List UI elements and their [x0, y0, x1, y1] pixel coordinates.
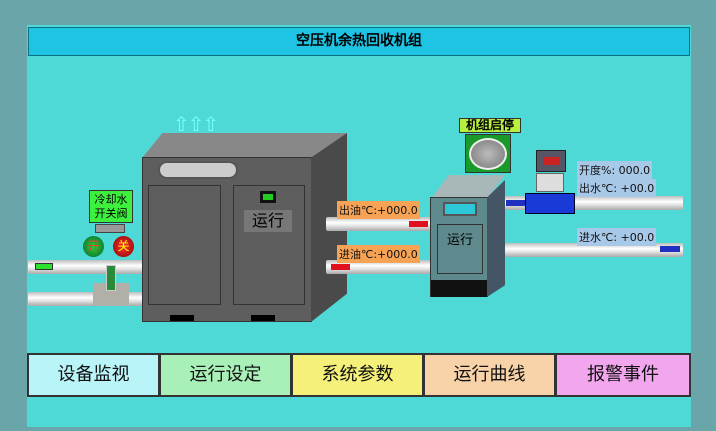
heat-exhaust-arrows-icon: ⇧⇧⇧ — [173, 112, 219, 136]
flow-meter-body — [525, 193, 575, 214]
compressor-top — [142, 133, 347, 158]
compressor-door-right — [233, 185, 305, 305]
nav-run-curves[interactable]: 运行曲线 — [423, 353, 556, 397]
fan-icon — [158, 161, 238, 179]
valve-label-base — [95, 224, 125, 233]
oil-in-temp: 进油℃:+000.0 — [337, 245, 420, 263]
valve-stem — [106, 265, 116, 291]
water-out-temp: 出水℃: +00.0 — [577, 179, 657, 197]
unit-status: 运行 — [437, 224, 483, 274]
run-indicator-light — [260, 191, 276, 203]
start-stop-label: 机组启停 — [459, 118, 521, 133]
nav-system-params[interactable]: 系统参数 — [291, 353, 424, 397]
compressor-body: 运行 — [142, 157, 312, 322]
flow-indicator-green — [35, 263, 53, 270]
oil-in-indicator — [331, 264, 350, 270]
flow-meter-sensor — [536, 173, 564, 192]
water-in-indicator — [660, 246, 680, 252]
unit-screen — [443, 202, 477, 216]
oil-out-temp: 出油℃:+000.0 — [337, 201, 420, 219]
compressor-status: 运行 — [244, 210, 292, 232]
nav-alarm-events[interactable]: 报警事件 — [555, 353, 691, 397]
flow-meter-display — [536, 150, 566, 172]
water-in-pipe — [505, 243, 683, 257]
oil-out-pipe — [326, 217, 430, 231]
tee-fitting — [93, 283, 129, 305]
foot-right — [251, 315, 275, 321]
unit-body: 运行 — [430, 197, 488, 297]
water-out-indicator — [506, 200, 526, 206]
valve-open-button[interactable]: 开 — [83, 236, 104, 257]
oil-out-indicator — [409, 221, 428, 227]
compressor-door-left — [148, 185, 221, 305]
unit-base — [431, 280, 488, 297]
oil-in-pipe — [326, 260, 430, 274]
start-stop-button[interactable] — [465, 134, 511, 173]
foot-left — [170, 315, 194, 321]
valve-opening-percent: 开度%: 000.0 — [577, 161, 653, 179]
valve-close-button[interactable]: 关 — [113, 236, 134, 257]
page-title: 空压机余热回收机组 — [28, 27, 690, 56]
water-in-temp: 进水℃: +00.0 — [577, 228, 657, 246]
unit-side — [487, 180, 505, 297]
nav-run-settings[interactable]: 运行设定 — [159, 353, 292, 397]
nav-equipment-monitor[interactable]: 设备监视 — [27, 353, 160, 397]
valve-label: 冷却水开关阀 — [89, 190, 133, 223]
